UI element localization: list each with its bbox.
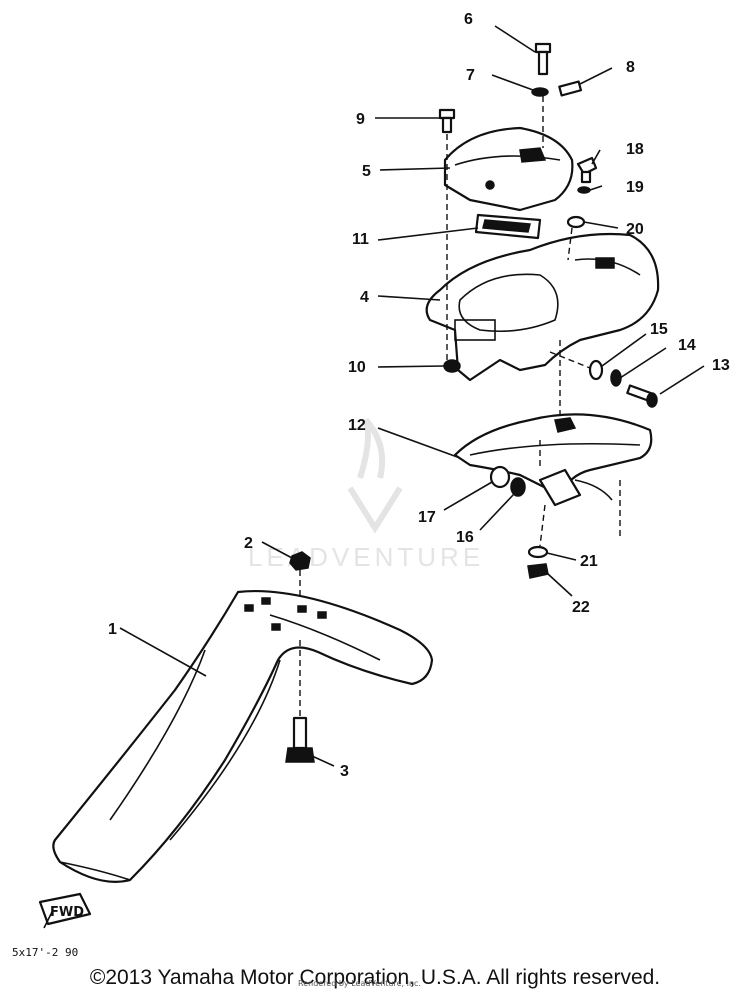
part-bolt-13	[626, 384, 658, 408]
render-credit: Rendered by LeadVenture, Inc.	[298, 979, 421, 988]
part-nut-10	[443, 359, 461, 373]
callout-6: 6	[464, 11, 473, 28]
part-washer-21	[527, 504, 549, 559]
fwd-arrow-icon: FWD	[38, 892, 92, 929]
part-seat-cover	[443, 126, 574, 212]
part-collar-15	[549, 351, 604, 381]
watermark-text: LEADVENTURE	[248, 542, 484, 572]
callout-17: 17	[418, 509, 436, 526]
part-washer-19	[577, 186, 591, 194]
part-rear-fender	[425, 232, 660, 420]
part-fender-bolt	[285, 716, 315, 763]
callout-5: 5	[362, 163, 371, 180]
part-bolt-6	[534, 42, 552, 148]
callout-20: 20	[626, 221, 644, 238]
callout-7: 7	[466, 67, 475, 84]
diagram-code: 5x17'-2 90	[12, 946, 78, 959]
part-fender-nut	[289, 551, 311, 728]
part-grommet-17	[489, 465, 511, 489]
callout-4: 4	[360, 289, 369, 306]
copyright-notice: ©2013 Yamaha Motor Corporation, U.S.A. A…	[89, 966, 661, 989]
callout-3: 3	[340, 763, 349, 780]
fwd-label: FWD	[50, 905, 84, 920]
callout-2: 2	[244, 535, 253, 552]
callout-19: 19	[626, 179, 644, 196]
part-nut-22	[527, 563, 549, 579]
callout-14: 14	[678, 337, 696, 354]
part-damper-11	[474, 213, 542, 240]
callout-15: 15	[650, 321, 668, 338]
callout-22: 22	[572, 599, 590, 616]
callout-labels: 6 7 8 9 5 18 19 20 11 4 15 14 13 10 12 1…	[108, 11, 730, 780]
callout-1: 1	[108, 621, 117, 638]
leader-lines	[119, 25, 705, 767]
callout-16: 16	[456, 529, 474, 546]
part-screw-9	[438, 108, 456, 360]
part-washer-14	[610, 369, 622, 387]
callout-9: 9	[356, 111, 365, 128]
part-collar-8	[558, 80, 583, 97]
watermark-logo: LEADVENTURE	[248, 418, 484, 572]
part-mudflap-12	[453, 413, 653, 540]
callout-18: 18	[626, 141, 644, 158]
callout-10: 10	[348, 359, 366, 376]
callout-13: 13	[712, 357, 730, 374]
callout-11: 11	[352, 231, 369, 248]
callout-21: 21	[580, 553, 598, 570]
part-collar-16	[510, 477, 526, 497]
part-bolt-18	[576, 156, 598, 184]
part-washer-7	[531, 87, 549, 97]
callout-8: 8	[626, 59, 635, 76]
callout-12: 12	[348, 417, 366, 434]
part-front-fender	[52, 589, 434, 883]
